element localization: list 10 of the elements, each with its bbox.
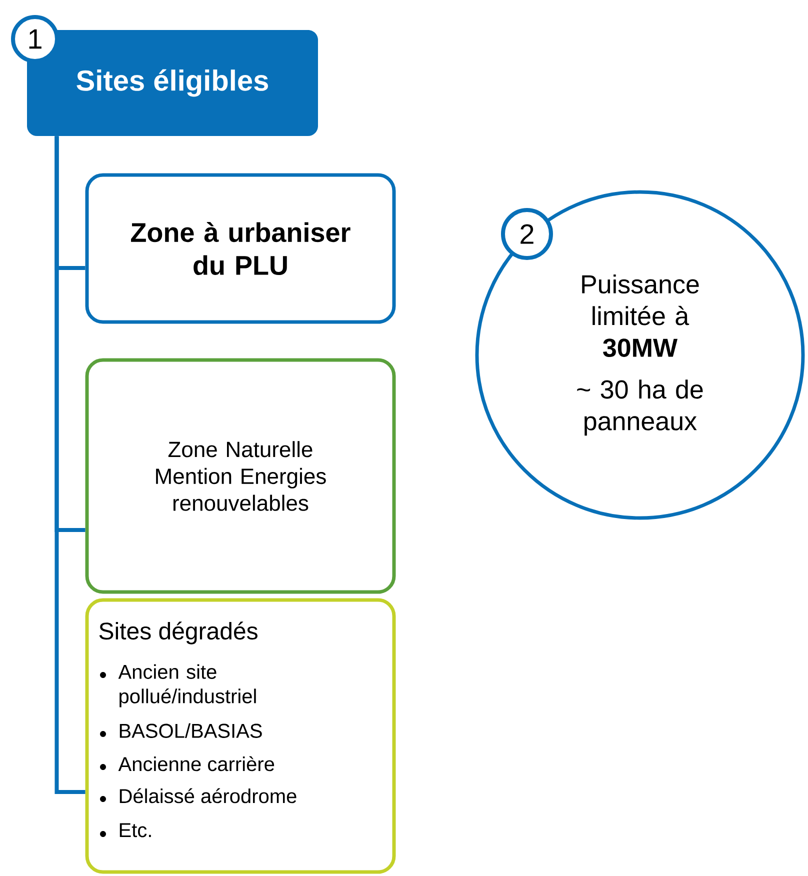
list-box [85,598,396,874]
bullet-item: Etc. [100,823,151,838]
bullet-item: Délaissé aérodrome [100,788,296,804]
list-heading: Sites dégradés [99,622,258,644]
rounded-box: Zone à urbaniser du PLU [85,173,396,324]
rounded-box: Zone Naturelle Mention Energies renouvelables [85,358,396,594]
connector-line [54,136,86,794]
bullet-item: BASOL/BASIAS [100,723,262,738]
bullet-item: Ancienne carrière [100,756,274,772]
bullet-item: Ancien site pollué/industriel [100,664,256,708]
